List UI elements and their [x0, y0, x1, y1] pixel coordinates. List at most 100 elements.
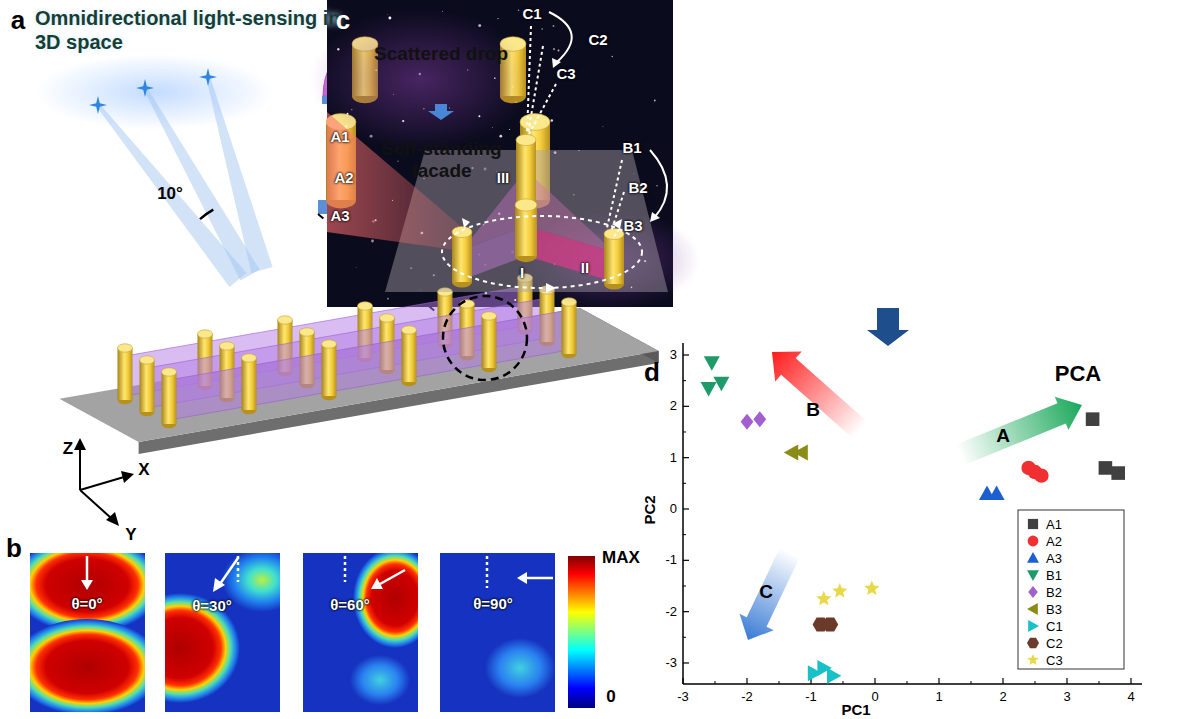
star — [612, 56, 614, 58]
annotation: I — [520, 265, 524, 282]
tick — [683, 662, 689, 663]
legend-text: A3 — [1046, 552, 1062, 565]
pillar — [604, 234, 624, 284]
star — [492, 126, 494, 128]
data-marker — [1099, 461, 1113, 475]
tick — [683, 406, 689, 407]
star — [512, 86, 514, 88]
shape — [380, 570, 405, 584]
light-direction — [614, 229, 619, 237]
arrow-body — [759, 337, 874, 445]
axis-title: PC1 — [841, 702, 870, 719]
pillar — [515, 205, 537, 256]
star — [497, 18, 498, 19]
data-marker — [827, 668, 841, 684]
tick — [1099, 681, 1100, 684]
star — [518, 9, 520, 11]
legend-swatch — [1027, 552, 1039, 563]
tick-label: 0 — [871, 690, 878, 704]
star — [397, 161, 399, 163]
coordinate-axes — [74, 438, 134, 526]
data-marker — [1086, 412, 1100, 426]
star — [392, 93, 394, 95]
shape — [121, 471, 134, 483]
star — [388, 17, 391, 20]
tick — [683, 508, 689, 509]
arrow-label: A — [996, 426, 1010, 447]
generated-shapes — [59, 9, 1131, 684]
annotation: MAX — [602, 549, 640, 568]
light-glow — [35, 54, 275, 130]
annotation: B3 — [623, 218, 642, 235]
legend-text: B2 — [1046, 586, 1062, 599]
star — [347, 113, 349, 115]
sweep-arrow — [650, 150, 667, 218]
legend-swatch — [1027, 570, 1039, 581]
arrow-body — [731, 544, 807, 648]
shape — [344, 556, 347, 582]
data-marker — [989, 486, 1005, 500]
facade-film — [169, 366, 249, 420]
star — [386, 13, 388, 15]
pillar-top — [515, 199, 537, 211]
heatmap — [303, 548, 437, 712]
pillar-top — [140, 356, 155, 364]
tick — [843, 681, 844, 684]
pillar-top — [516, 134, 536, 145]
sweep-arrow — [549, 12, 572, 62]
colorbar — [568, 556, 595, 708]
facade-film — [526, 226, 614, 282]
pillar — [516, 140, 536, 205]
star — [541, 28, 543, 30]
annotation: Y — [125, 526, 136, 545]
tick — [715, 681, 716, 684]
shape — [371, 578, 383, 589]
shape — [81, 580, 93, 590]
tick — [1035, 681, 1036, 684]
panel-letter: c — [336, 6, 350, 35]
light-direction — [611, 192, 624, 232]
tick-label: 3 — [670, 348, 677, 362]
pillar-top — [452, 226, 472, 237]
node-text: Scattered drop — [374, 43, 508, 65]
shape — [350, 655, 410, 705]
legend-text: A1 — [1046, 518, 1062, 531]
incident-light — [327, 112, 470, 252]
star — [553, 48, 555, 50]
heatmap — [120, 548, 302, 712]
annotation: III — [497, 170, 510, 187]
tick-label: -3 — [665, 656, 677, 670]
annotation: A2 — [334, 170, 353, 187]
tick-label: 3 — [1063, 690, 1070, 704]
star — [402, 120, 404, 122]
pillar — [140, 360, 155, 412]
tick — [779, 681, 780, 684]
pillar-top — [162, 368, 177, 376]
tick — [683, 637, 686, 638]
light-direction — [529, 84, 556, 134]
star — [351, 109, 352, 110]
star — [478, 115, 480, 117]
legend-text: C3 — [1046, 654, 1063, 667]
legend-swatch — [1028, 536, 1039, 547]
legend-text: A2 — [1046, 535, 1062, 548]
panel-letter: a — [11, 6, 25, 35]
annotation: θ=30° — [192, 598, 232, 615]
pillar-top — [118, 344, 133, 352]
plot-title: PCA — [1055, 362, 1101, 386]
tick — [683, 483, 686, 484]
legend-text: C2 — [1046, 637, 1063, 650]
arrow-body — [428, 104, 454, 120]
trend-arrow — [731, 544, 807, 648]
star — [509, 129, 510, 130]
annotation: A1 — [330, 129, 349, 146]
arrow-body — [953, 388, 1089, 471]
panel-letter: b — [6, 534, 22, 563]
shape — [80, 477, 124, 490]
pillar-top — [380, 314, 395, 322]
annotation: 10° — [157, 185, 183, 204]
sensing-scene — [310, 9, 700, 310]
facade-film — [409, 324, 489, 378]
light-beam — [206, 77, 273, 274]
